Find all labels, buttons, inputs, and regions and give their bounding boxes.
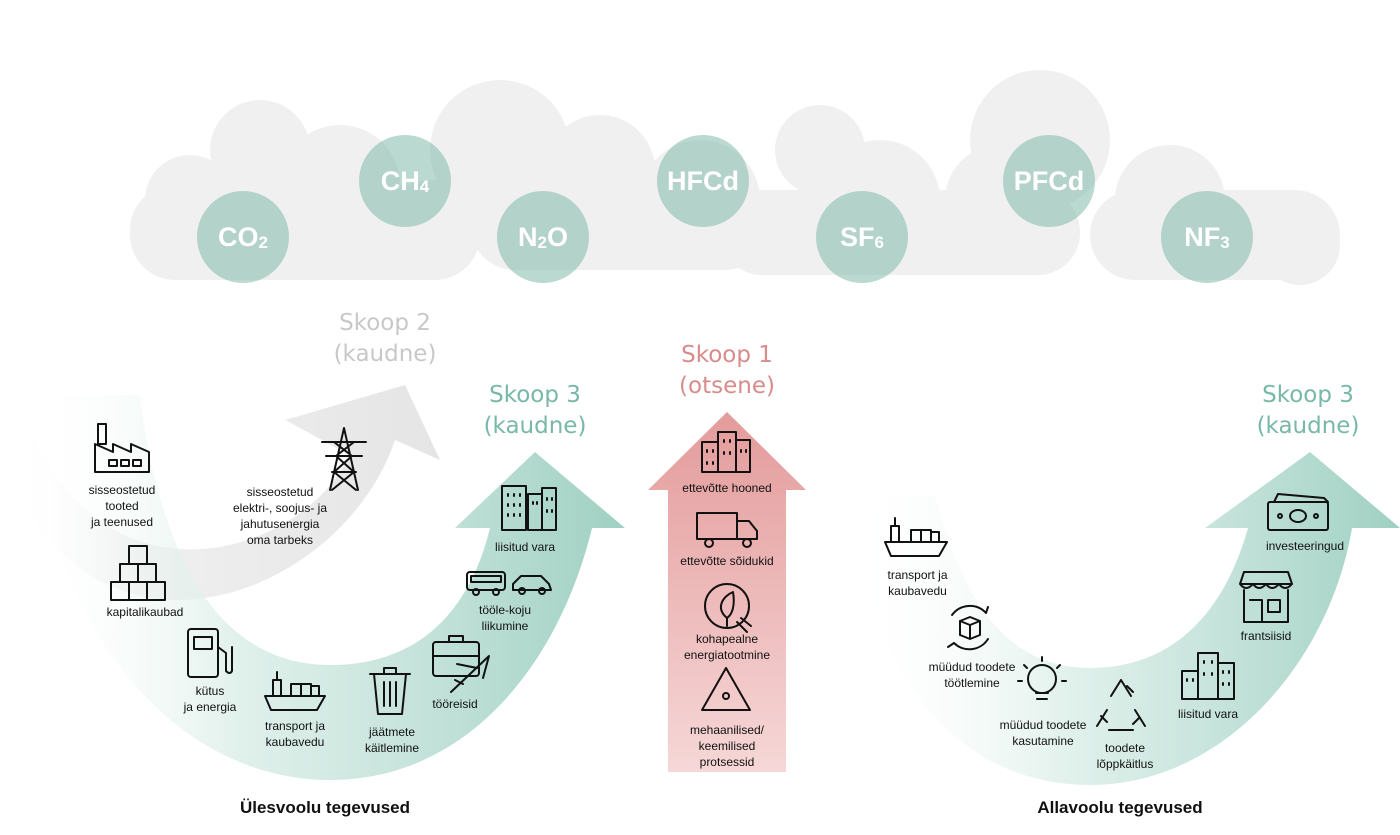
label-end-of-life: toodete lõppkäitlus [1096,741,1154,771]
label-franchises: frantsiisid [1240,629,1292,643]
downstream-arrow [850,452,1400,785]
label-product-use: müüdud toodete kasutamine [999,718,1087,748]
label-business-travel: tööreisid [432,697,478,711]
light-bulb-icon [1017,656,1067,700]
label-purchased-energy: sisseostetud elektri-, soojus- ja jahutu… [232,485,328,547]
gas-pfcd: PFCd [1003,135,1095,227]
storefront-icon [1239,571,1293,623]
label-fuel-energy: kütus ja energia [183,684,237,714]
label-processes: mehaanilised/ keemilised protsessid [689,723,765,769]
truck-icon [696,512,758,548]
bus-icon [466,571,506,596]
scope1-title: Skoop 1 (otsene) [679,342,775,399]
fuel-pump-icon [187,628,233,678]
power-tower-icon [321,427,367,491]
label-commuting: tööle-koju liikumine [478,603,532,633]
label-waste: jäätmete käitlemine [364,725,420,755]
gas-hfcd: HFCd [657,135,749,227]
label-company-vehicles: ettevõtte sõidukid [680,554,774,568]
radiation-hazard-icon [701,667,751,711]
label-capital-goods: kapitalikaubad [106,605,184,619]
upstream-arrow [30,395,625,780]
label-downstream-leased-assets: liisitud vara [1177,707,1239,721]
factory-icon [94,423,150,473]
company-buildings-icon [701,431,751,473]
upstream-activities-title: Ülesvoolu tegevused [239,798,411,817]
label-onsite-energy: kohapealne energiatootmine [683,632,771,662]
money-icon [1267,493,1329,531]
ship-icon-downstream [884,517,948,557]
business-travel-icon [432,635,490,693]
label-company-buildings: ettevõtte hooned [682,481,772,495]
boxes-icon [110,545,166,601]
label-product-processing: müüdud toodete töötlemine [928,660,1016,690]
downstream-activities-title: Allavoolu tegevused [1037,798,1203,817]
buildings-icon [501,485,557,531]
scope3-upstream-title: Skoop 3 (kaudne) [483,382,587,439]
label-investments: investeeringud [1265,539,1345,553]
scope3-downstream-title: Skoop 3 (kaudne) [1256,382,1360,439]
energy-plug-icon [704,583,752,633]
label-purchased-goods: sisseostetud tooted ja teenused [88,483,156,529]
car-icon [512,575,552,595]
label-upstream-leased-assets: liisitud vara [494,540,556,554]
label-upstream-transport: transport ja kaubavedu [264,719,326,749]
leased-buildings-icon [1181,652,1235,700]
label-downstream-transport: transport ja kaubavedu [887,568,948,598]
ship-icon [264,671,326,711]
recycle-icon [1096,679,1146,731]
scope1-arrow [648,412,806,772]
scope2-title: Skoop 2 (kaudne) [333,310,437,367]
processing-cycle-icon [947,604,989,651]
trash-bin-icon [369,667,411,715]
